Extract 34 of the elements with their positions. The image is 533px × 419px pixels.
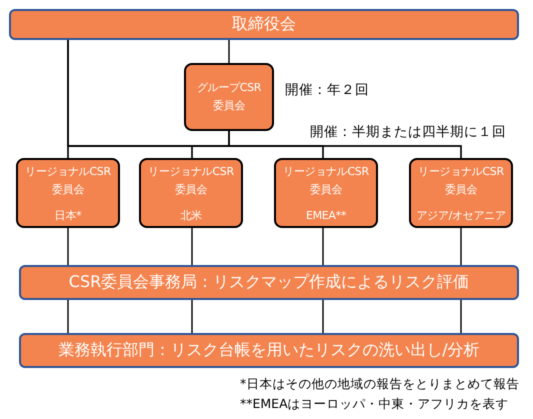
footnote: *日本はその他の地域の報告をとりまとめて報告 xyxy=(240,376,520,393)
meeting-note: 開催：年２回 xyxy=(285,81,369,99)
committee-box xyxy=(409,158,513,228)
connector-line xyxy=(191,300,193,333)
connector-line xyxy=(228,131,462,158)
region-name: 日本* xyxy=(54,208,82,224)
connector-line xyxy=(460,228,462,265)
committee-name: リージョナルCSR委員会 xyxy=(417,164,505,198)
committee-name: リージョナルCSR委員会 xyxy=(147,164,235,198)
connector-line xyxy=(191,228,193,265)
process-bar xyxy=(19,333,519,368)
committee-box xyxy=(139,158,243,228)
committee-name: リージョナルCSR委員会 xyxy=(24,164,112,198)
connector-line xyxy=(322,300,324,333)
box-title: CSR委員会事務局：リスクマップ作成によるリスク評価 xyxy=(68,272,470,293)
process-bar xyxy=(19,265,519,300)
meeting-note: 開催：半期または四半期に１回 xyxy=(310,123,506,141)
region-name: アジア/オセアニア xyxy=(416,208,506,224)
connector-line xyxy=(228,40,230,63)
committee-box xyxy=(274,158,378,228)
committee-box xyxy=(16,158,120,228)
connector-line xyxy=(460,300,462,333)
connector-line xyxy=(67,228,69,265)
box-title: 業務執行部門：リスク台帳を用いたリスクの洗い出し/分析 xyxy=(58,340,480,361)
committee-box xyxy=(184,63,274,131)
committee-name: グループCSR委員会 xyxy=(196,80,262,114)
region-name: EMEA** xyxy=(306,208,346,224)
process-bar xyxy=(9,9,519,40)
box-title: 取締役会 xyxy=(232,14,296,35)
committee-name: リージョナルCSR委員会 xyxy=(282,164,370,198)
footnote: **EMEAはヨーロッパ・中東・アフリカを表す xyxy=(240,396,509,413)
region-name: 北米 xyxy=(180,208,202,224)
connector-line xyxy=(322,228,324,265)
connector-line xyxy=(67,300,69,333)
